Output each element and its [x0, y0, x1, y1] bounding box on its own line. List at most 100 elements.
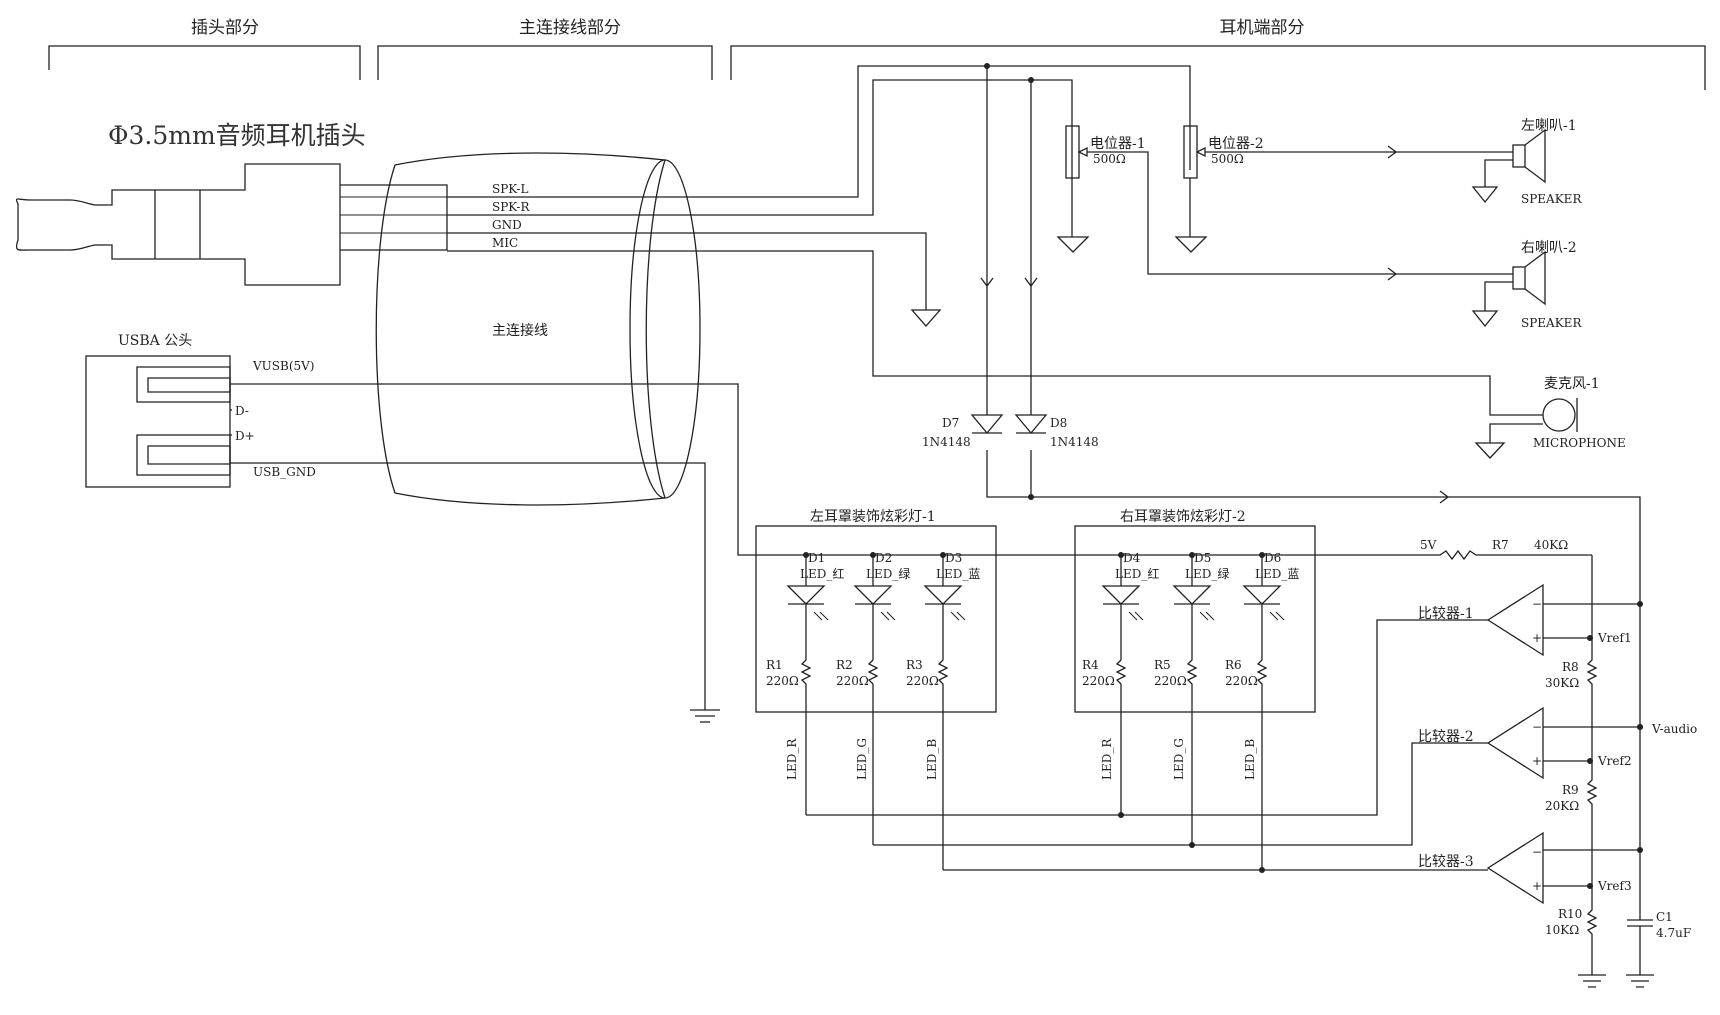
led-d1: D1 LED_红 R1 220Ω LED_R — [766, 551, 844, 815]
mic-name: 麦克风-1 — [1544, 376, 1600, 392]
speaker-right-name: 右喇叭-2 — [1521, 240, 1577, 256]
divider-chain: 5V R7 40KΩ Vref1 Vref2 Vref3 R8 30KΩ R9 … — [1420, 538, 1697, 988]
svg-text:220Ω: 220Ω — [766, 674, 799, 688]
potentiometer-1: 电位器-1 500Ω — [1056, 125, 1390, 275]
net-5v: 5V — [1420, 538, 1437, 552]
sig-d-minus: D- — [235, 404, 249, 418]
sig-mic: MIC — [492, 236, 518, 250]
led-d4: D4 LED_红 R4 220Ω LED_R — [1082, 551, 1159, 815]
r8-name: R8 — [1562, 660, 1579, 674]
svg-text:LED_B: LED_B — [1243, 739, 1257, 780]
svg-text:R4: R4 — [1082, 658, 1099, 672]
svg-text:LED_R: LED_R — [785, 738, 799, 780]
sig-gnd: GND — [492, 218, 522, 232]
led-group-left: 左耳罩装饰炫彩灯-1 D1 LED_红 R1 220Ω LED_R D2 LED… — [755, 509, 997, 870]
led-d5: D5 LED_绿 R5 220Ω LED_G — [1154, 551, 1229, 845]
svg-text:LED_蓝: LED_蓝 — [936, 567, 980, 581]
svg-text:+: + — [1532, 631, 1542, 645]
main-cable: 主连接线 SPK-L SPK-R GND MIC VUSB(5V) D- D+ … — [235, 152, 701, 506]
svg-text:220Ω: 220Ω — [1154, 674, 1187, 688]
svg-text:R6: R6 — [1225, 658, 1242, 672]
audio-plug: Φ3.5mm音频耳机插头 — [15, 121, 448, 286]
microphone: 麦克风-1 MICROPHONE — [1474, 376, 1626, 459]
svg-text:D6: D6 — [1264, 551, 1281, 565]
speaker-right: 右喇叭-2 SPEAKER — [1390, 240, 1582, 330]
comparator-2: − + 比较器-2 — [1418, 706, 1640, 780]
pot1-name: 电位器-1 — [1090, 136, 1146, 152]
led-group-right: 右耳罩装饰炫彩灯-2 D4 LED_红 R4 220Ω LED_R D5 LED… — [1074, 509, 1316, 870]
sig-vusb: VUSB(5V) — [252, 359, 314, 373]
c1-value: 4.7uF — [1656, 926, 1691, 940]
sig-spk-l: SPK-L — [492, 182, 528, 196]
usb-body — [85, 355, 231, 488]
svg-text:D4: D4 — [1123, 551, 1141, 565]
vref1: Vref1 — [1597, 631, 1632, 645]
plug-title: Φ3.5mm音频耳机插头 — [108, 121, 366, 150]
svg-text:220Ω: 220Ω — [836, 674, 869, 688]
r7-name: R7 — [1492, 538, 1509, 552]
usb-connector: USBA 公头 — [85, 333, 232, 488]
vaudio-label: V-audio — [1651, 722, 1697, 736]
d8-name: D8 — [1050, 416, 1067, 430]
wires — [230, 63, 1643, 920]
r10-value: 10KΩ — [1545, 923, 1579, 937]
vref3: Vref3 — [1597, 879, 1632, 893]
r7-value: 40KΩ — [1534, 538, 1568, 552]
svg-text:−: − — [1532, 845, 1542, 859]
pot1-value: 500Ω — [1093, 152, 1126, 166]
r8-value: 30KΩ — [1545, 676, 1579, 690]
led-group-left-title: 左耳罩装饰炫彩灯-1 — [810, 509, 936, 525]
svg-text:LED_蓝: LED_蓝 — [1255, 567, 1299, 581]
r9-name: R9 — [1562, 783, 1579, 797]
led-bus — [806, 619, 1488, 873]
mic-type: MICROPHONE — [1533, 436, 1626, 450]
section-earphone-label: 耳机端部分 — [1220, 18, 1305, 38]
diodes: D7 1N4148 D8 1N4148 — [922, 277, 1099, 449]
svg-text:220Ω: 220Ω — [1082, 674, 1115, 688]
c1-name: C1 — [1656, 910, 1673, 924]
svg-text:−: − — [1532, 597, 1542, 611]
section-headers: 插头部分 主连接线部分 耳机端部分 — [48, 18, 1706, 90]
led-group-right-title: 右耳罩装饰炫彩灯-2 — [1120, 509, 1246, 525]
sig-spk-r: SPK-R — [492, 200, 530, 214]
potentiometer-2: 电位器-2 500Ω — [1174, 125, 1513, 253]
comparator-3: − + 比较器-3 — [1418, 831, 1640, 905]
r9-value: 20KΩ — [1545, 799, 1579, 813]
led-d2: D2 LED_绿 R2 220Ω LED_G — [836, 551, 910, 845]
speaker-right-type: SPEAKER — [1521, 316, 1582, 330]
usb-gnd-symbol — [690, 709, 720, 723]
svg-text:220Ω: 220Ω — [906, 674, 939, 688]
plug-tip-icon — [15, 163, 341, 286]
cable-label: 主连接线 — [492, 322, 548, 339]
speaker-left: 左喇叭-1 SPEAKER — [1471, 118, 1582, 206]
svg-text:LED_绿: LED_绿 — [866, 566, 910, 581]
svg-text:+: + — [1532, 754, 1542, 768]
svg-text:LED_绿: LED_绿 — [1185, 566, 1229, 581]
svg-text:LED_红: LED_红 — [800, 566, 844, 581]
comparator-1: − + 比较器-1 — [1418, 583, 1640, 657]
svg-text:LED_R: LED_R — [1100, 738, 1114, 780]
usb-title: USBA 公头 — [118, 333, 192, 349]
pot2-name: 电位器-2 — [1208, 136, 1264, 152]
r10-name: R10 — [1558, 907, 1582, 921]
comparator-1-label: 比较器-1 — [1418, 606, 1474, 622]
svg-text:D2: D2 — [875, 551, 892, 565]
pot2-value: 500Ω — [1211, 152, 1244, 166]
svg-text:D5: D5 — [1194, 551, 1211, 565]
svg-text:LED_红: LED_红 — [1115, 566, 1159, 581]
section-plug-label: 插头部分 — [191, 18, 259, 38]
d8-part: 1N4148 — [1050, 435, 1099, 449]
section-earphone-bracket — [730, 45, 1706, 90]
svg-text:D3: D3 — [945, 551, 962, 565]
led-d6: D6 LED_蓝 R6 220Ω LED_B — [1225, 551, 1299, 870]
comparator-2-label: 比较器-2 — [1418, 729, 1474, 745]
svg-text:LED_G: LED_G — [1172, 738, 1186, 780]
section-plug-bracket — [48, 45, 361, 80]
sig-d-plus: D+ — [235, 429, 255, 443]
svg-text:LED_B: LED_B — [925, 739, 939, 780]
section-cable-bracket — [377, 45, 713, 80]
gnd-cap-icon — [1626, 974, 1654, 988]
comparator-3-label: 比较器-3 — [1418, 854, 1474, 870]
led-d3: D3 LED_蓝 R3 220Ω LED_B — [906, 551, 980, 870]
